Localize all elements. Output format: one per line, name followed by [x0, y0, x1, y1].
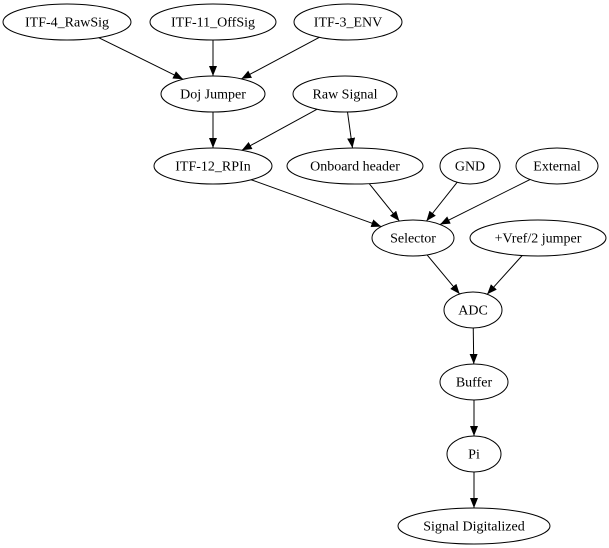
node-buffer: Buffer	[439, 363, 509, 401]
edge-raw-signal-to-itf12-rpin	[241, 108, 318, 151]
node-raw-signal: Raw Signal	[292, 75, 398, 113]
edge-itf4-rawsig-to-doj-jumper	[98, 37, 184, 80]
node-ellipse-vref2-jumper	[469, 219, 607, 257]
node-ellipse-itf3-env	[293, 3, 403, 41]
edge-onboard-header-to-selector	[368, 183, 400, 222]
node-ellipse-itf4-rawsig	[2, 3, 132, 41]
node-label-signal-digitalized: Signal Digitalized	[423, 520, 524, 535]
node-gnd: GND	[439, 147, 501, 185]
node-label-adc: ADC	[458, 304, 488, 319]
edge-raw-signal-to-onboard-header	[347, 111, 356, 149]
node-label-raw-signal: Raw Signal	[313, 88, 378, 103]
node-label-onboard-header: Onboard header	[310, 160, 400, 175]
node-label-itf3-env: ITF-3_ENV	[314, 16, 382, 31]
node-ellipse-itf12-rpin	[153, 147, 273, 185]
node-ellipse-gnd	[439, 147, 501, 185]
node-itf3-env: ITF-3_ENV	[293, 3, 403, 41]
node-label-gnd: GND	[455, 160, 485, 175]
edge-itf3-env-to-doj-jumper	[241, 36, 320, 80]
edges-layer	[98, 36, 531, 508]
node-selector: Selector	[371, 219, 455, 257]
node-ellipse-pi	[446, 435, 502, 473]
node-label-doj-jumper: Doj Jumper	[180, 88, 246, 103]
edge-vref2-jumper-to-adc	[486, 255, 523, 295]
edge-itf12-rpin-to-selector	[250, 179, 382, 228]
edge-selector-to-adc	[426, 254, 461, 295]
node-ellipse-selector	[371, 219, 455, 257]
edge-adc-to-buffer	[469, 327, 478, 365]
node-label-selector: Selector	[390, 232, 436, 247]
node-ellipse-onboard-header	[286, 147, 424, 185]
edge-external-to-selector	[439, 179, 531, 225]
edge-gnd-to-selector	[426, 181, 458, 222]
node-ellipse-external	[515, 147, 599, 185]
node-ellipse-doj-jumper	[160, 75, 266, 113]
node-adc: ADC	[443, 291, 503, 329]
node-ellipse-raw-signal	[292, 75, 398, 113]
node-label-itf4-rawsig: ITF-4_RawSig	[25, 16, 109, 31]
node-pi: Pi	[446, 435, 502, 473]
node-signal-digitalized: Signal Digitalized	[397, 507, 551, 545]
node-vref2-jumper: +Vref/2 jumper	[469, 219, 607, 257]
node-label-itf11-offsig: ITF-11_OffSig	[171, 16, 255, 31]
node-doj-jumper: Doj Jumper	[160, 75, 266, 113]
node-itf11-offsig: ITF-11_OffSig	[149, 3, 277, 41]
node-ellipse-itf11-offsig	[149, 3, 277, 41]
node-label-pi: Pi	[468, 448, 480, 463]
nodes-layer: ITF-4_RawSig ITF-11_OffSig ITF-3_ENV Doj Ju…	[2, 3, 607, 545]
node-label-external: External	[533, 160, 581, 175]
node-label-vref2-jumper: +Vref/2 jumper	[495, 232, 582, 247]
node-label-itf12-rpin: ITF-12_RPIn	[175, 160, 250, 175]
node-external: External	[515, 147, 599, 185]
node-ellipse-adc	[443, 291, 503, 329]
node-onboard-header: Onboard header	[286, 147, 424, 185]
node-ellipse-buffer	[439, 363, 509, 401]
node-ellipse-signal-digitalized	[397, 507, 551, 545]
node-itf12-rpin: ITF-12_RPIn	[153, 147, 273, 185]
node-itf4-rawsig: ITF-4_RawSig	[2, 3, 132, 41]
node-label-buffer: Buffer	[456, 376, 493, 391]
